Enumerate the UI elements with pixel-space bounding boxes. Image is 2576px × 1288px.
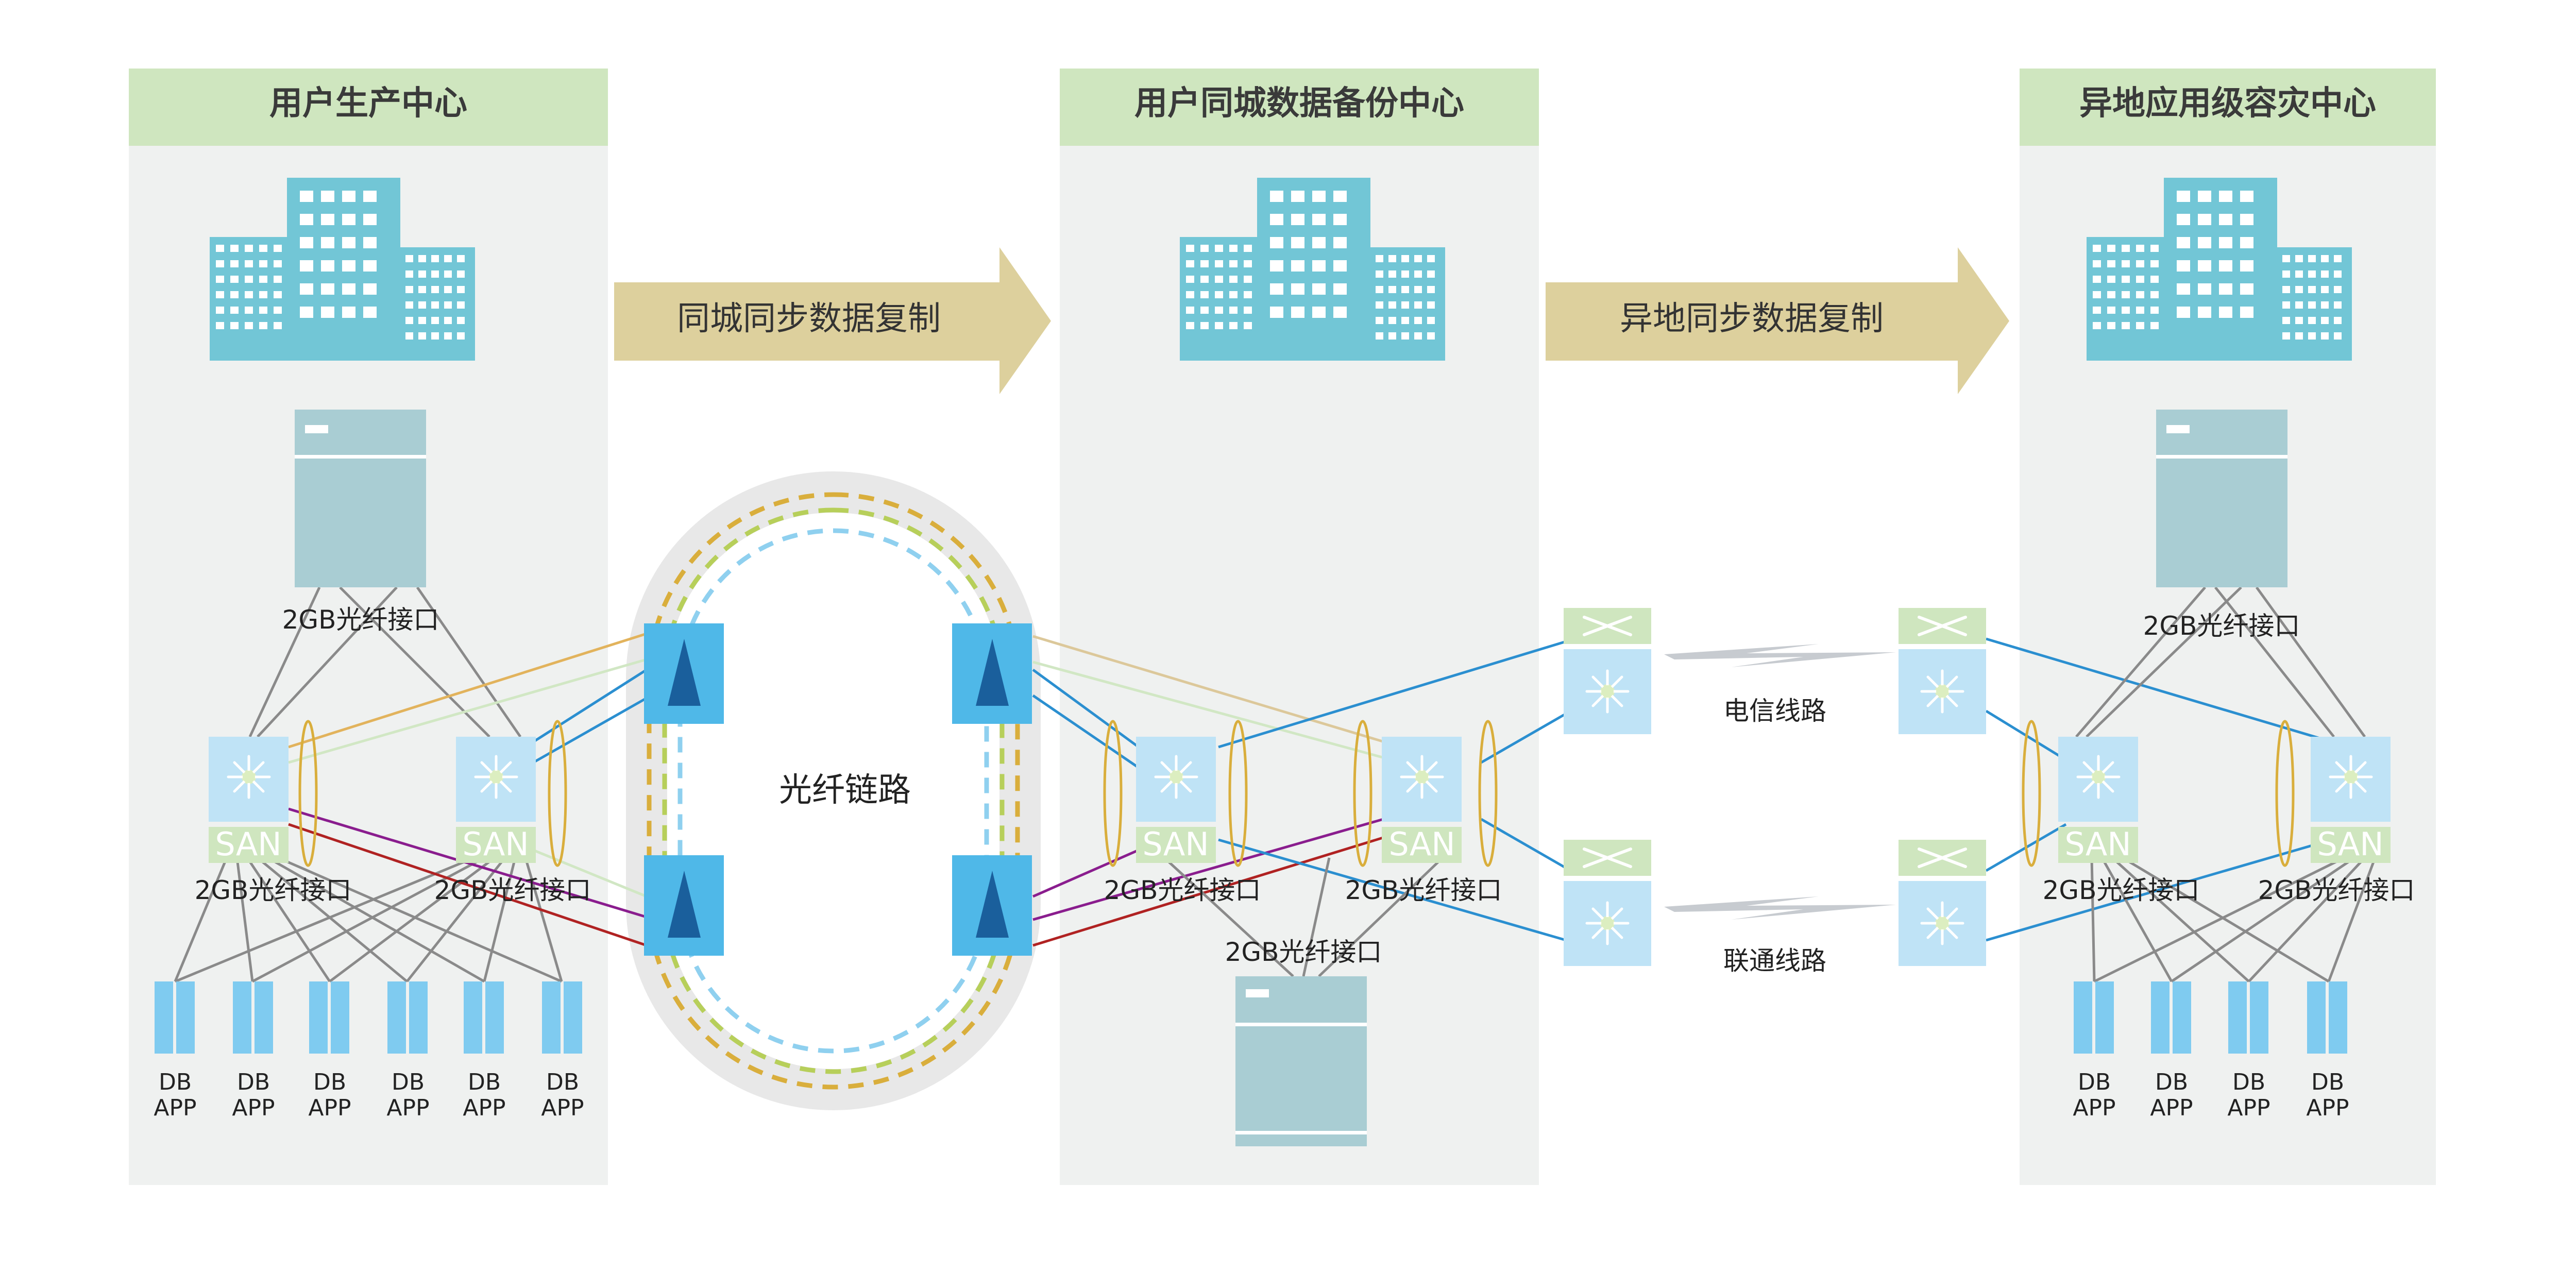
- db-label: DB: [237, 1069, 270, 1095]
- arrow-city-sync-label: 同城同步数据复制: [677, 300, 941, 338]
- fiber-transceiver-icon: [952, 855, 1032, 956]
- fiber-port-label: 2GB光纤接口: [2258, 875, 2415, 905]
- san-label: SAN: [1388, 825, 1455, 863]
- fiber-port-label: 2GB光纤接口: [1104, 875, 1261, 905]
- fiber-transceiver-icon: [952, 623, 1032, 724]
- db-label: DB: [2232, 1069, 2265, 1095]
- app-label: APP: [2150, 1095, 2193, 1121]
- router-icon-unicom-local: [1564, 840, 1651, 966]
- fiber-link-label: 光纤链路: [779, 771, 911, 809]
- app-label: APP: [2306, 1095, 2349, 1121]
- fiber-port-label: 2GB光纤接口: [2043, 875, 2200, 905]
- router-icon-telecom-local: [1564, 608, 1651, 734]
- arrow-remote-sync-label: 异地同步数据复制: [1620, 300, 1884, 338]
- fiber-port-label: 2GB光纤接口: [282, 605, 439, 635]
- san-label: SAN: [1142, 825, 1209, 863]
- telecom-link-bolt-icon: [1664, 644, 1896, 667]
- arrow-city-sync: [614, 247, 1051, 394]
- db-label: DB: [2311, 1069, 2344, 1095]
- fiber-port-label: 2GB光纤接口: [1345, 875, 1502, 905]
- server-icon-production: [295, 410, 426, 587]
- fiber-ring: [626, 471, 1041, 1110]
- fiber-port-label: 2GB光纤接口: [2143, 611, 2300, 641]
- san-label: SAN: [2317, 825, 2383, 863]
- app-label: APP: [2073, 1095, 2115, 1121]
- db-label: DB: [392, 1069, 425, 1095]
- router-icon-telecom-remote: [1899, 608, 1986, 734]
- lines-city-backup: [1032, 635, 1567, 977]
- app-label: APP: [2227, 1095, 2270, 1121]
- db-label: DB: [2155, 1069, 2188, 1095]
- title-remote-dr: 异地应用级容灾中心: [2079, 84, 2376, 123]
- fiber-port-label: 2GB光纤接口: [1225, 937, 1382, 967]
- server-icon-city-backup: [1235, 976, 1367, 1146]
- fiber-transceiver-icon: [644, 855, 724, 956]
- unicom-line-label: 联通线路: [1723, 946, 1826, 976]
- app-label: APP: [308, 1095, 351, 1121]
- app-label: APP: [154, 1095, 196, 1121]
- db-label: DB: [2078, 1069, 2111, 1095]
- app-label: APP: [541, 1095, 584, 1121]
- app-label: APP: [386, 1095, 429, 1121]
- app-label: APP: [463, 1095, 505, 1121]
- title-city-backup: 用户同城数据备份中心: [1134, 84, 1464, 123]
- fiber-port-label: 2GB光纤接口: [434, 875, 591, 905]
- db-label: DB: [313, 1069, 346, 1095]
- fiber-transceiver-icon: [644, 623, 724, 724]
- db-label: DB: [546, 1069, 579, 1095]
- router-icon-unicom-remote: [1899, 840, 1986, 966]
- db-label: DB: [159, 1069, 192, 1095]
- title-production: 用户生产中心: [269, 84, 467, 123]
- san-label: SAN: [2064, 825, 2131, 863]
- arrow-remote-sync: [1546, 247, 2009, 394]
- san-label: SAN: [462, 825, 529, 863]
- lines-production: [174, 586, 648, 983]
- server-icon-remote-dr: [2156, 410, 2287, 587]
- telecom-line-label: 电信线路: [1723, 696, 1826, 726]
- link-aggregation-marks: [298, 720, 2295, 867]
- fiber-port-label: 2GB光纤接口: [195, 875, 352, 905]
- unicom-link-bolt-icon: [1664, 896, 1896, 920]
- app-label: APP: [232, 1095, 275, 1121]
- san-label: SAN: [215, 825, 281, 863]
- db-label: DB: [468, 1069, 501, 1095]
